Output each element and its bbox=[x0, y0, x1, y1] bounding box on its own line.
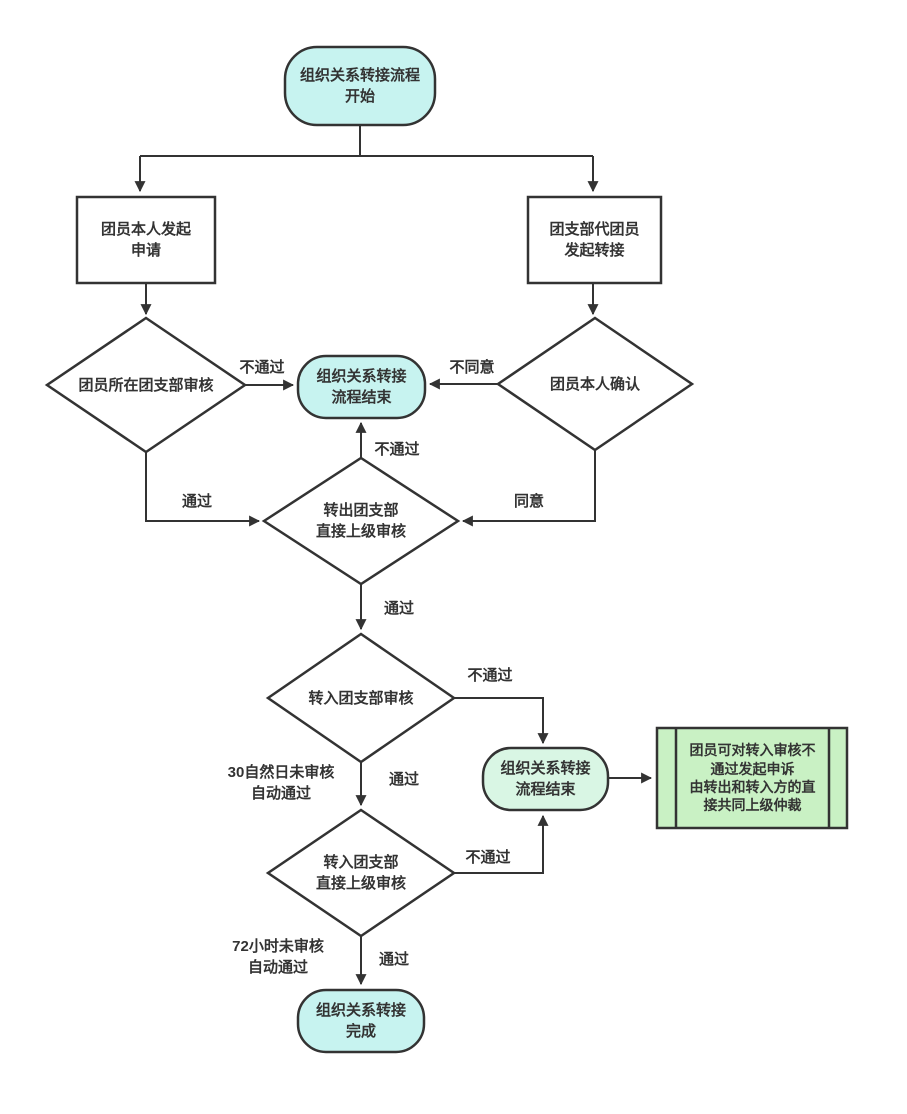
node-end-right bbox=[481, 746, 610, 812]
decision-out-superior-review bbox=[261, 456, 461, 586]
decision-in-branch-review bbox=[265, 632, 457, 764]
node-member-apply bbox=[75, 195, 217, 285]
node-end-mid bbox=[296, 354, 427, 420]
edge-insuperior-fail-to-end bbox=[454, 814, 549, 874]
node-start bbox=[283, 45, 437, 127]
node-end-final bbox=[296, 988, 426, 1054]
decision-in-superior-review bbox=[265, 808, 457, 938]
decision-member-branch-review bbox=[44, 316, 248, 454]
edge-confirm-agree bbox=[461, 450, 596, 527]
edge-review-pass bbox=[145, 452, 261, 527]
decision-member-confirm bbox=[495, 316, 695, 452]
node-appeal-box bbox=[655, 726, 849, 830]
edge-inbranch-fail-to-end bbox=[454, 697, 549, 745]
node-branch-apply bbox=[526, 195, 663, 285]
